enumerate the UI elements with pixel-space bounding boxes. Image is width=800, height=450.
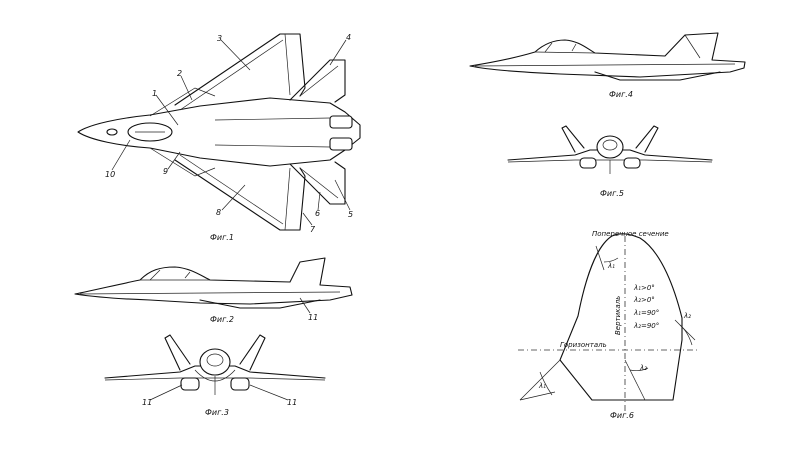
fig5-front-view [507,125,713,174]
lambda2-right-label: λ₂ [683,312,691,320]
callout-3: 3 [217,34,222,43]
section-title: Поперечное сечение [592,230,669,238]
fig4-caption: Фиг.4 [609,90,633,99]
callout-7: 7 [310,225,316,234]
fig3-caption: Фиг.3 [205,408,229,417]
fig2-caption: Фиг.2 [210,315,234,324]
fig6-cross-section [518,233,700,412]
callout-11-fig2: 11 [308,313,318,322]
callout-2: 2 [177,69,182,78]
fig1-top-view [77,33,361,231]
fig6-labels: Поперечное сечение λ₁ λ₁>0° λ₂>0° λ₁=90°… [538,230,691,420]
fig4-side-view [469,32,746,81]
fig5-caption: Фиг.5 [600,189,624,198]
eq-lambda1-90: λ₁=90° [633,309,659,317]
fig6-caption: Фиг.6 [610,411,634,420]
lambda1-top-label: λ₁ [607,262,615,270]
lambda2-left-label: λ₂ [639,364,647,372]
eq-lambda2-90: λ₂=90° [633,322,659,330]
horizontal-label: Горизонталь [560,341,607,349]
callout-1: 1 [152,89,157,98]
fig2-side-view [74,257,353,314]
fig1-caption: Фиг.1 [210,233,234,242]
eq-lambda1-gt0: λ₁>0° [633,284,655,292]
callout-11-fig3-left: 11 [142,398,152,407]
eq-lambda2-gt0: λ₂>0° [633,296,655,304]
callout-4: 4 [346,33,351,42]
callout-5: 5 [348,210,353,219]
callout-9: 9 [163,167,168,176]
callout-10: 10 [105,170,115,179]
fig1-callouts: 1 2 3 4 5 6 7 8 9 10 Фиг.1 [105,33,353,242]
fig3-front-view [104,334,326,401]
callout-11-fig3-right: 11 [287,398,297,407]
vertical-label: Вертикаль [614,296,622,335]
callout-8: 8 [216,208,221,217]
callout-6: 6 [315,209,320,218]
lambda1-bottom-label: λ₁ [538,382,546,390]
